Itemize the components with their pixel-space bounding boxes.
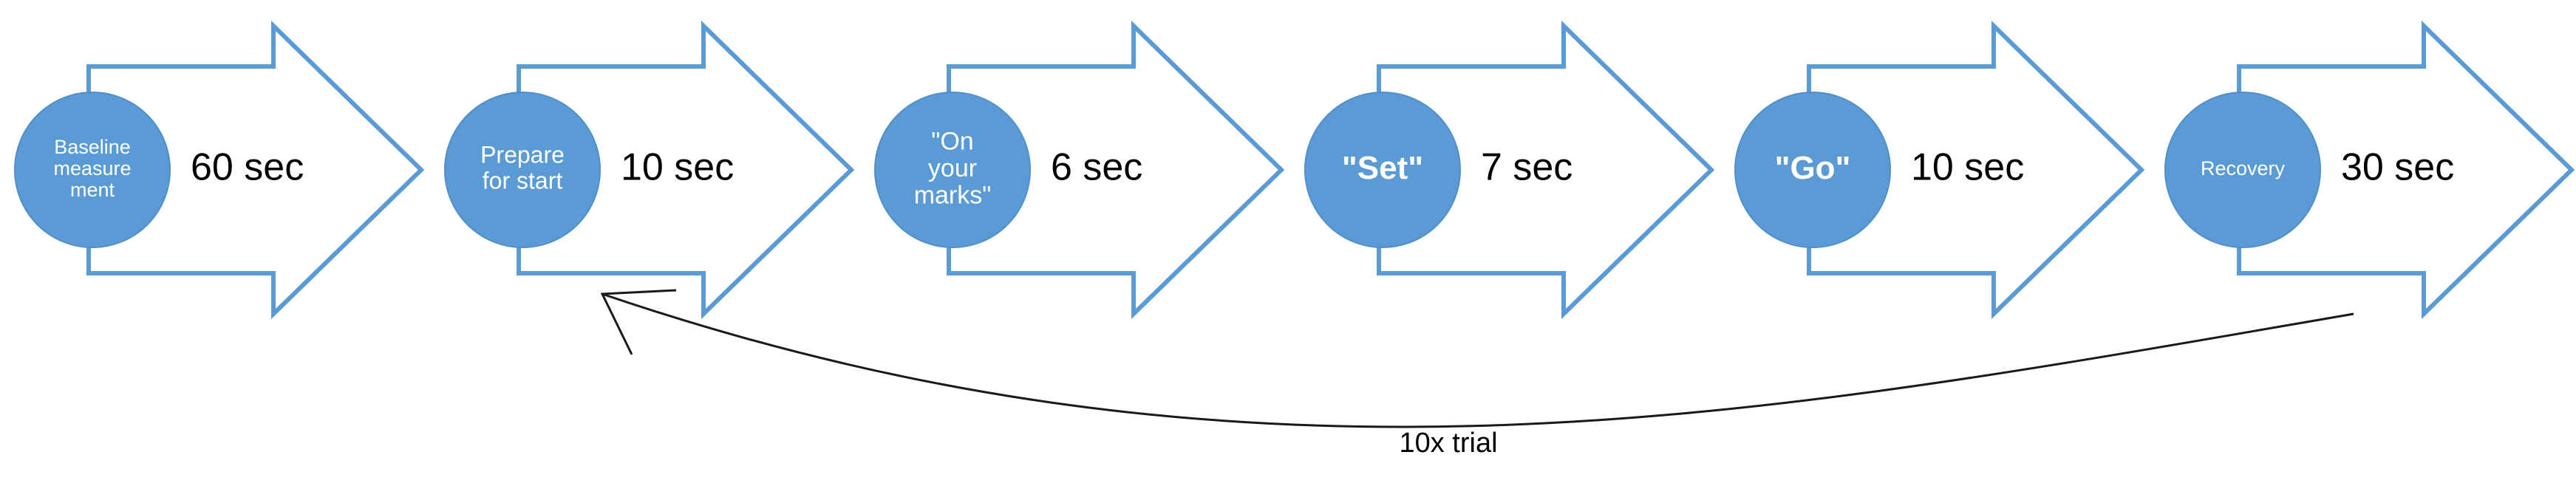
duration-label: 30 sec [2341, 146, 2454, 189]
step-label: Recovery [2201, 157, 2286, 179]
step-label-line: your [928, 154, 977, 182]
step-label: "Go" [1775, 150, 1851, 186]
step-label-line: "On [931, 127, 973, 155]
repeat-loop: 10x trial [600, 289, 2354, 459]
loop-arrowhead [600, 289, 677, 355]
duration-label: 10 sec [621, 146, 734, 189]
duration-label: 7 sec [1481, 146, 1572, 189]
step-circle [14, 92, 171, 248]
step-label-line: measure [53, 157, 131, 179]
arrow-shape [517, 20, 855, 320]
loop-label: 10x trial [1399, 428, 1497, 459]
step-circle [444, 92, 601, 248]
arrow-shape [947, 20, 1285, 320]
duration-label: 10 sec [1911, 146, 2024, 189]
step-label-line: Prepare [480, 142, 565, 168]
loop-curve [602, 292, 2354, 428]
step-label-line: ment [70, 179, 115, 201]
step-label: "Set" [1342, 150, 1423, 186]
step-go: "Go" 10 sec [1734, 20, 2145, 320]
arrow-shape [86, 20, 425, 320]
step-label-line: "Go" [1775, 150, 1851, 186]
step-label-line: Recovery [2201, 157, 2286, 179]
arrow-shape [1377, 20, 1715, 320]
arrow-shape [1807, 20, 2145, 320]
step-label-line: Baseline [54, 136, 131, 158]
step-circle [874, 92, 1031, 248]
duration-label: 60 sec [191, 146, 304, 189]
step-circle [2164, 92, 2321, 248]
step-circle [1304, 92, 1461, 248]
step-label-line: for start [483, 168, 563, 194]
step-recovery: Recovery 30 sec [2164, 20, 2575, 320]
step-label-line: marks" [914, 182, 992, 210]
step-set: "Set" 7 sec [1304, 20, 1715, 320]
duration-label: 6 sec [1051, 146, 1142, 189]
step-circle [1734, 92, 1891, 248]
arrow-shape [2237, 20, 2575, 320]
step-label-line: "Set" [1342, 150, 1423, 186]
